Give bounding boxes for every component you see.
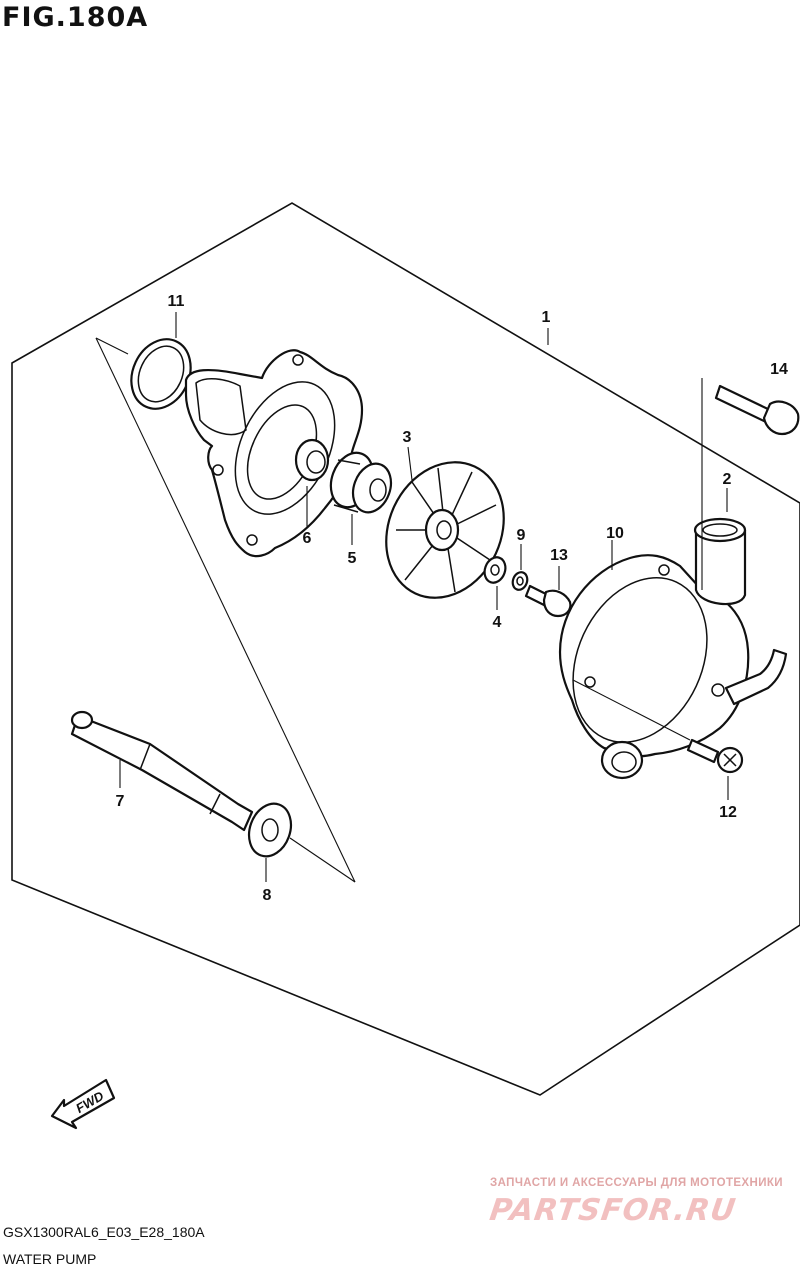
pump-case-part-10[interactable] xyxy=(547,554,750,780)
pump-cover-part-6[interactable] xyxy=(184,349,364,558)
callout-13: 13 xyxy=(550,547,568,564)
callout-11: 11 xyxy=(168,293,185,310)
watermark-logo: PARTSFOR.RU xyxy=(487,1193,739,1228)
callout-8: 8 xyxy=(263,887,272,904)
callout-1: 1 xyxy=(542,309,551,326)
inner-boundary-line-3 xyxy=(289,837,356,883)
callout-6: 6 xyxy=(303,530,312,547)
callout-10: 10 xyxy=(606,525,624,542)
callout-14: 14 xyxy=(770,361,788,378)
watermark-tagline: ЗАПЧАСТИ И АКСЕССУАРЫ ДЛЯ МОТОТЕХНИКИ xyxy=(490,1177,783,1189)
impeller-part-3[interactable] xyxy=(365,443,526,617)
figure-name: WATER PUMP xyxy=(3,1251,97,1267)
washer-part-4[interactable] xyxy=(481,554,509,585)
callout-4: 4 xyxy=(493,614,502,631)
screw-part-12[interactable] xyxy=(686,738,744,774)
inner-boundary-line xyxy=(95,337,129,355)
figure-title: FIG.180A xyxy=(2,2,149,33)
bolt-part-14[interactable] xyxy=(714,384,800,436)
assembly-boundary xyxy=(11,202,800,1096)
callout-7: 7 xyxy=(116,793,125,810)
washer-part-8[interactable] xyxy=(242,798,298,862)
inner-boundary-line-2 xyxy=(95,337,356,883)
shaft-part-7[interactable] xyxy=(70,710,254,832)
callout-3: 3 xyxy=(403,429,412,446)
callout-2: 2 xyxy=(723,471,732,488)
callout-12: 12 xyxy=(719,804,737,821)
outlet-pipe-part-2[interactable] xyxy=(693,517,788,706)
callout-9: 9 xyxy=(517,527,526,544)
leader-lines xyxy=(119,312,729,882)
bolt-part-13[interactable] xyxy=(524,584,572,618)
mechanical-seal-part-5[interactable] xyxy=(324,447,398,518)
washer-part-9[interactable] xyxy=(510,570,529,592)
forward-arrow-icon: FWD xyxy=(50,1078,116,1130)
callout-5: 5 xyxy=(348,550,357,567)
figure-code: GSX1300RAL6_E03_E28_180A xyxy=(3,1224,205,1240)
